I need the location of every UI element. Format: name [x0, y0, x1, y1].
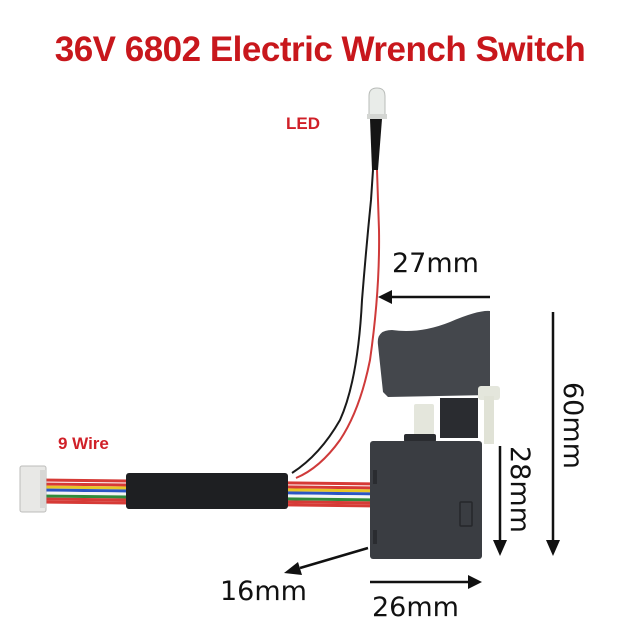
connector-plug [19, 465, 47, 513]
led-wires [291, 169, 381, 479]
heat-shrink-sleeve [126, 473, 288, 509]
dimension-lead-offset: 27mm [392, 248, 479, 279]
dimension-body-height: 28mm [504, 446, 535, 533]
dimension-arrows [284, 290, 560, 589]
led-label: LED [286, 114, 320, 133]
product-title: 36V 6802 Electric Wrench Switch [54, 30, 586, 69]
led-icon [367, 87, 387, 170]
dimension-depth: 16mm [220, 576, 307, 607]
dimension-total-height: 60mm [557, 382, 588, 469]
trigger-button [377, 310, 500, 444]
wire-count-label: 9 Wire [58, 434, 109, 453]
dimension-width: 26mm [372, 592, 459, 623]
switch-body [370, 434, 482, 559]
